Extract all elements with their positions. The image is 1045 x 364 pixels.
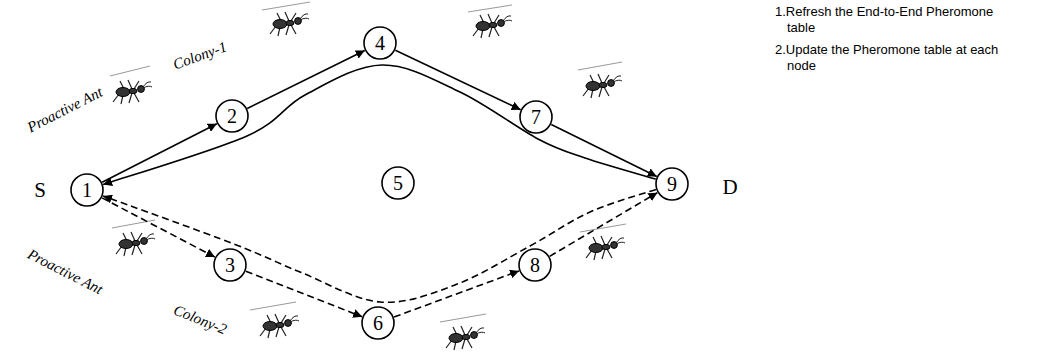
node-number: 8 <box>530 255 540 275</box>
ant-type-label: Proactive Ant <box>25 84 106 136</box>
node-text-wrap: 2 <box>215 99 249 133</box>
node-text-wrap: 4 <box>363 26 397 60</box>
node-number: 6 <box>373 313 383 333</box>
node-circle: 6 <box>361 306 395 340</box>
node-circle: 9 <box>655 167 689 201</box>
node-text-wrap: 5 <box>381 166 415 200</box>
note-text: 1.Refresh the End-to-End Pheromone table <box>775 4 1002 36</box>
node-circle: 2 <box>215 99 249 133</box>
node-number: 7 <box>531 107 541 127</box>
node-circle: 3 <box>213 248 247 282</box>
dashed-ant-path <box>550 193 658 257</box>
dashed-ant-path <box>102 198 215 257</box>
node-circle: 1 <box>70 173 104 207</box>
ant-figure <box>468 5 512 38</box>
solid-ant-path <box>247 51 365 109</box>
ant-figure <box>110 66 152 104</box>
ant-figure <box>262 2 310 36</box>
solid-ant-path <box>395 50 520 109</box>
dashed-ant-path <box>246 271 362 317</box>
node-circle: 4 <box>363 26 397 60</box>
ant-figure <box>578 62 622 98</box>
ant-figure <box>440 314 486 350</box>
destination-label: D <box>722 175 737 200</box>
node-number: 9 <box>667 174 677 194</box>
node-text-wrap: 6 <box>361 306 395 340</box>
node-number: 3 <box>225 255 235 275</box>
ant-figure <box>580 224 626 260</box>
colony-label: Colony-1 <box>171 38 229 73</box>
note-text: 2.Update the Pheromone table at each nod… <box>775 42 1002 74</box>
node-text-wrap: 1 <box>70 173 104 207</box>
node-circle: 8 <box>518 248 552 282</box>
node-text-wrap: 8 <box>518 248 552 282</box>
node-text-wrap: 3 <box>213 248 247 282</box>
node-circle: 7 <box>519 100 553 134</box>
node-text-wrap: 7 <box>519 100 553 134</box>
node-text-wrap: 9 <box>655 167 689 201</box>
ant-figure <box>112 220 155 256</box>
dashed-ant-path <box>394 271 519 317</box>
dashed-ant-path <box>103 189 656 302</box>
node-circle: 5 <box>381 166 415 200</box>
node-number: 1 <box>82 180 92 200</box>
ant-type-label: Proactive Ant <box>25 246 106 298</box>
node-number: 5 <box>393 173 403 193</box>
colony-label: Colony-2 <box>171 302 229 339</box>
node-number: 2 <box>227 106 237 126</box>
ant-figure <box>250 302 299 338</box>
solid-ant-path <box>103 65 656 185</box>
solid-ant-path <box>551 125 657 177</box>
source-label: S <box>34 178 46 203</box>
node-number: 4 <box>375 33 385 53</box>
